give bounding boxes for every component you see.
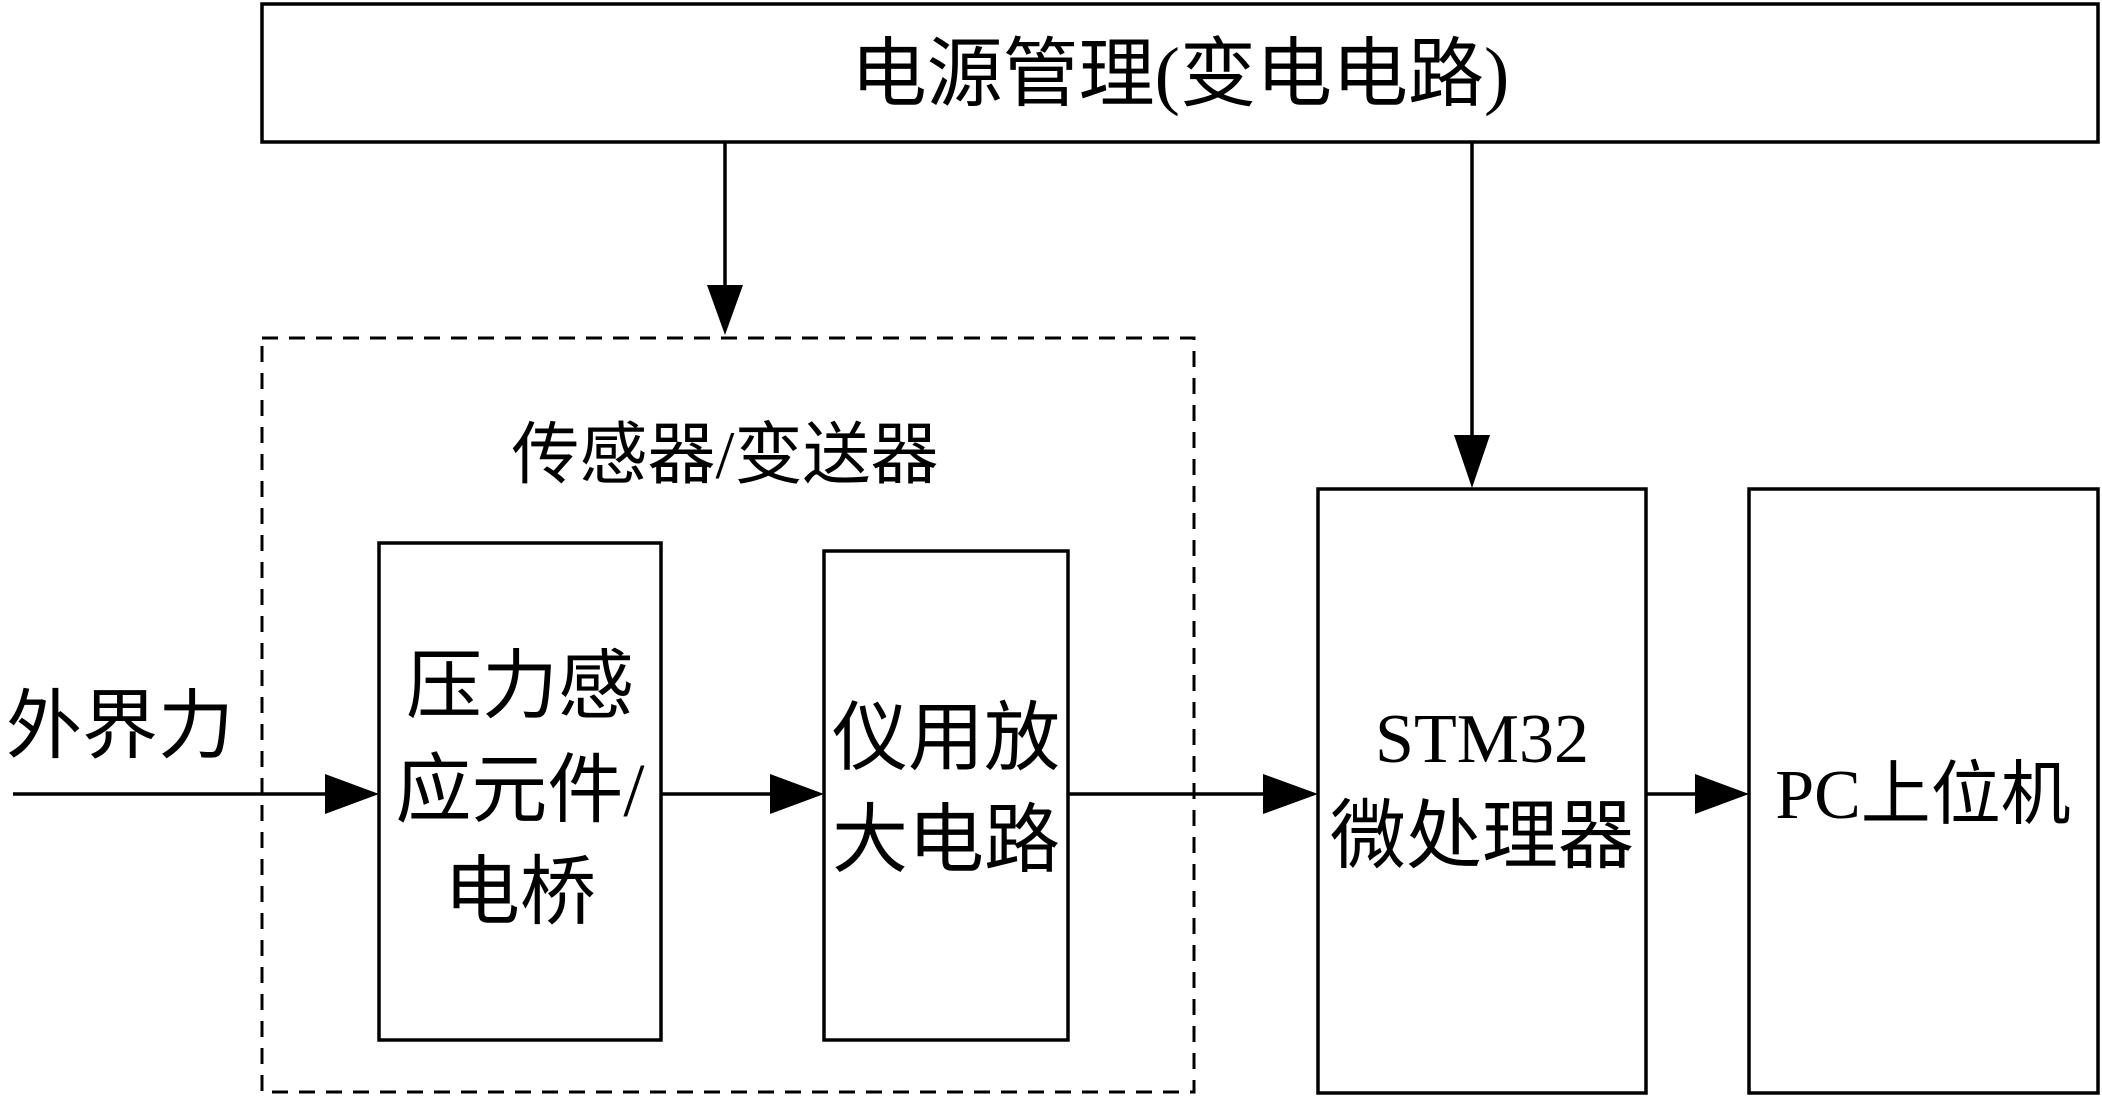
pressure-sensing-bridge-block: 压力感 应元件/ 电桥 [377, 541, 663, 1042]
pc-host-block: PC上位机 [1747, 487, 2100, 1095]
bridge-line-2: 应元件/ [395, 749, 645, 833]
external-force-label: 外界力 [6, 685, 234, 769]
amplifier-line-2: 大电路 [832, 799, 1060, 883]
amplifier-line-1: 仪用放 [832, 697, 1060, 781]
mcu-line-1: STM32 [1375, 701, 1589, 778]
power-to-sensor-arrow [707, 142, 743, 335]
amplifier-to-mcu-arrow [1068, 774, 1318, 814]
instrumentation-amplifier-block: 仪用放 大电路 [822, 549, 1070, 1042]
pc-host-label: PC上位机 [1775, 757, 2071, 834]
power-to-mcu-arrow [1454, 142, 1490, 488]
sensor-transmitter-group: 传感器/变送器 [260, 336, 1196, 1094]
mcu-line-2: 微处理器 [1330, 795, 1634, 879]
sensor-transmitter-label: 传感器/变送器 [512, 417, 939, 493]
power-management-block: 电源管理(变电电路) [260, 2, 2100, 144]
mcu-to-pc-arrow [1646, 774, 1749, 814]
bridge-to-amplifier-arrow [661, 774, 824, 814]
bridge-line-3: 电桥 [444, 851, 596, 935]
stm32-mcu-block: STM32 微处理器 [1316, 487, 1648, 1095]
power-management-label: 电源管理(变电电路) [851, 33, 1510, 117]
bridge-line-1: 压力感 [406, 645, 634, 729]
input-arrow [13, 774, 379, 814]
